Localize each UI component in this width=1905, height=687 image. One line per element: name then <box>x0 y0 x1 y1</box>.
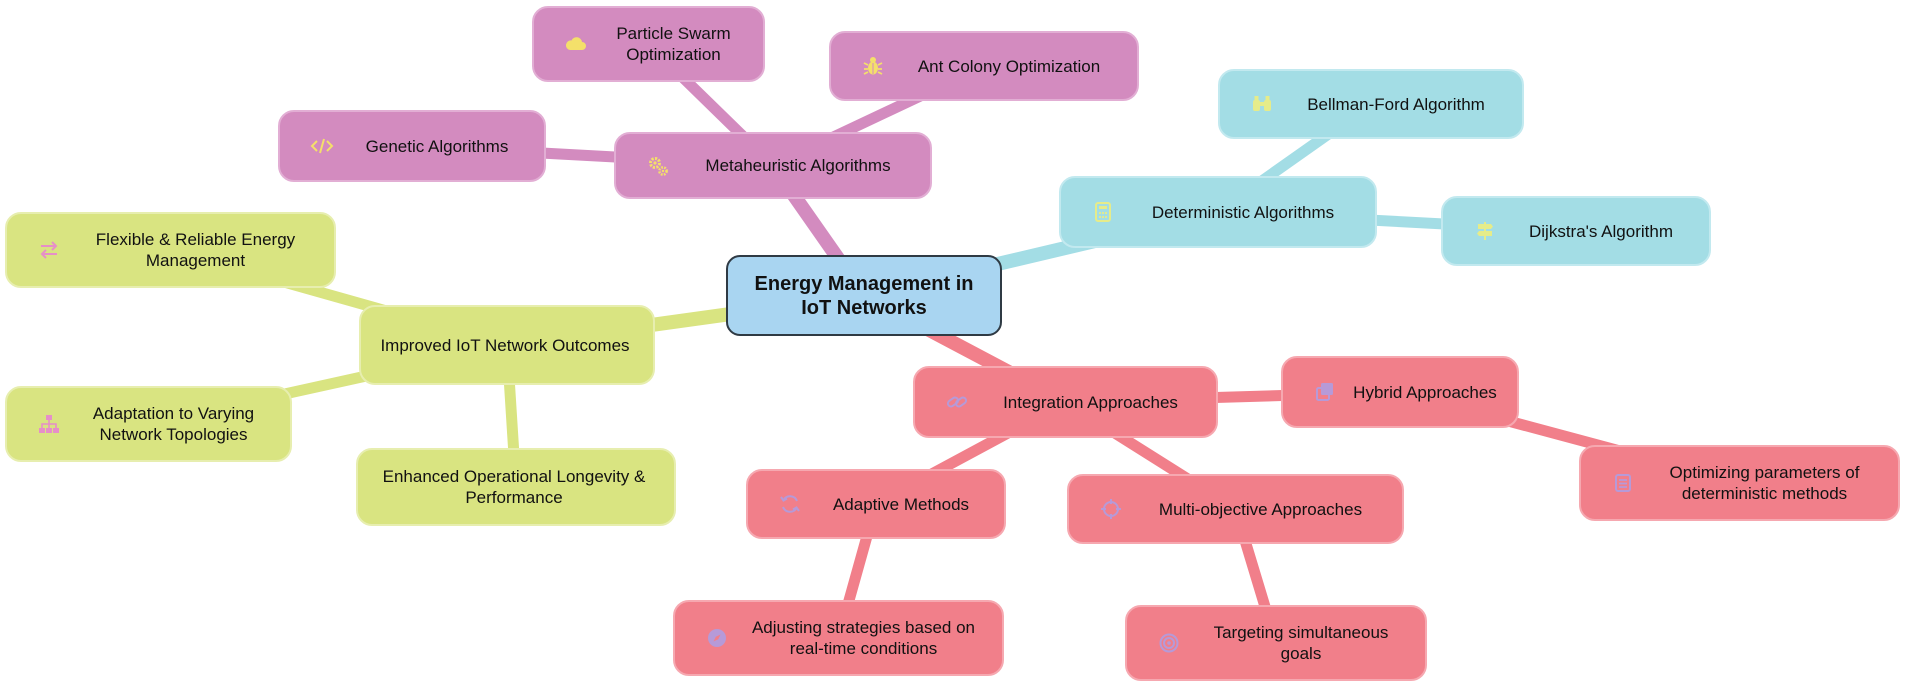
node-flexible-reliable-energy-management: Flexible & Reliable Energy Management <box>5 212 336 288</box>
code-icon <box>310 134 334 158</box>
exchange-arrows-icon <box>37 238 61 262</box>
node-multi-objective-approaches: Multi-objective Approaches <box>1067 474 1404 544</box>
node-optimizing-parameters: Optimizing parameters of deterministic m… <box>1579 445 1900 521</box>
node-label: Deterministic Algorithms <box>1151 202 1335 222</box>
bug-icon <box>861 54 885 78</box>
node-targeting-simultaneous-goals: Targeting simultaneous goals <box>1125 605 1427 681</box>
node-label: Targeting simultaneous goals <box>1213 623 1389 663</box>
node-dijkstras-algorithm: Dijkstra's Algorithm <box>1441 196 1711 266</box>
node-adaptive-methods: Adaptive Methods <box>746 469 1006 539</box>
node-label: Adaptation to Varying Network Topologies <box>92 404 255 444</box>
calculator-icon <box>1091 200 1115 224</box>
node-label: Genetic Algorithms <box>365 136 509 156</box>
root-node: Energy Management in IoT Networks <box>726 255 1002 336</box>
node-label: Improved IoT Network Outcomes <box>380 335 630 355</box>
node-deterministic-algorithms: Deterministic Algorithms <box>1059 176 1377 248</box>
road-sign-icon <box>1473 219 1497 243</box>
node-genetic-algorithms: Genetic Algorithms <box>278 110 546 182</box>
node-improved-iot-network-outcomes: Improved IoT Network Outcomes <box>359 305 655 385</box>
cloud-icon <box>564 32 588 56</box>
node-label: Optimizing parameters of deterministic m… <box>1669 463 1860 503</box>
gears-icon <box>646 154 670 178</box>
list-icon <box>1611 471 1635 495</box>
node-adaptation-to-varying-network-topologies: Adaptation to Varying Network Topologies <box>5 386 292 462</box>
node-metaheuristic-algorithms: Metaheuristic Algorithms <box>614 132 932 199</box>
binoculars-icon <box>1250 92 1274 116</box>
node-enhanced-operational-longevity-performance: Enhanced Operational Longevity & Perform… <box>356 448 676 526</box>
root-node-label: Energy Management in IoT Networks <box>754 272 974 319</box>
node-label: Metaheuristic Algorithms <box>705 156 891 175</box>
node-particle-swarm-optimization: Particle Swarm Optimization <box>532 6 765 82</box>
sync-icon <box>778 492 802 516</box>
node-label: Adjusting strategies based on real-time … <box>751 618 976 658</box>
clone-icon <box>1313 380 1337 404</box>
node-label: Particle Swarm Optimization <box>616 24 731 64</box>
node-label: Enhanced Operational Longevity & Perform… <box>382 467 646 507</box>
node-ant-colony-optimization: Ant Colony Optimization <box>829 31 1139 101</box>
node-label: Integration Approaches <box>1003 392 1178 412</box>
compass-icon <box>705 626 729 650</box>
node-hybrid-approaches: Hybrid Approaches <box>1281 356 1519 428</box>
bullseye-icon <box>1157 631 1181 655</box>
node-bellman-ford-algorithm: Bellman-Ford Algorithm <box>1218 69 1524 139</box>
link-icon <box>945 390 969 414</box>
sitemap-icon <box>37 412 61 436</box>
crosshairs-icon <box>1099 497 1123 521</box>
node-adjusting-strategies: Adjusting strategies based on real-time … <box>673 600 1004 676</box>
node-label: Adaptive Methods <box>832 494 970 514</box>
node-label: Flexible & Reliable Energy Management <box>95 230 296 270</box>
node-label: Hybrid Approaches <box>1353 382 1497 402</box>
node-label: Ant Colony Optimization <box>917 56 1101 76</box>
node-label: Multi-objective Approaches <box>1158 499 1363 519</box>
node-label: Bellman-Ford Algorithm <box>1307 94 1485 114</box>
node-label: Dijkstra's Algorithm <box>1528 221 1673 241</box>
node-integration-approaches: Integration Approaches <box>913 366 1218 438</box>
